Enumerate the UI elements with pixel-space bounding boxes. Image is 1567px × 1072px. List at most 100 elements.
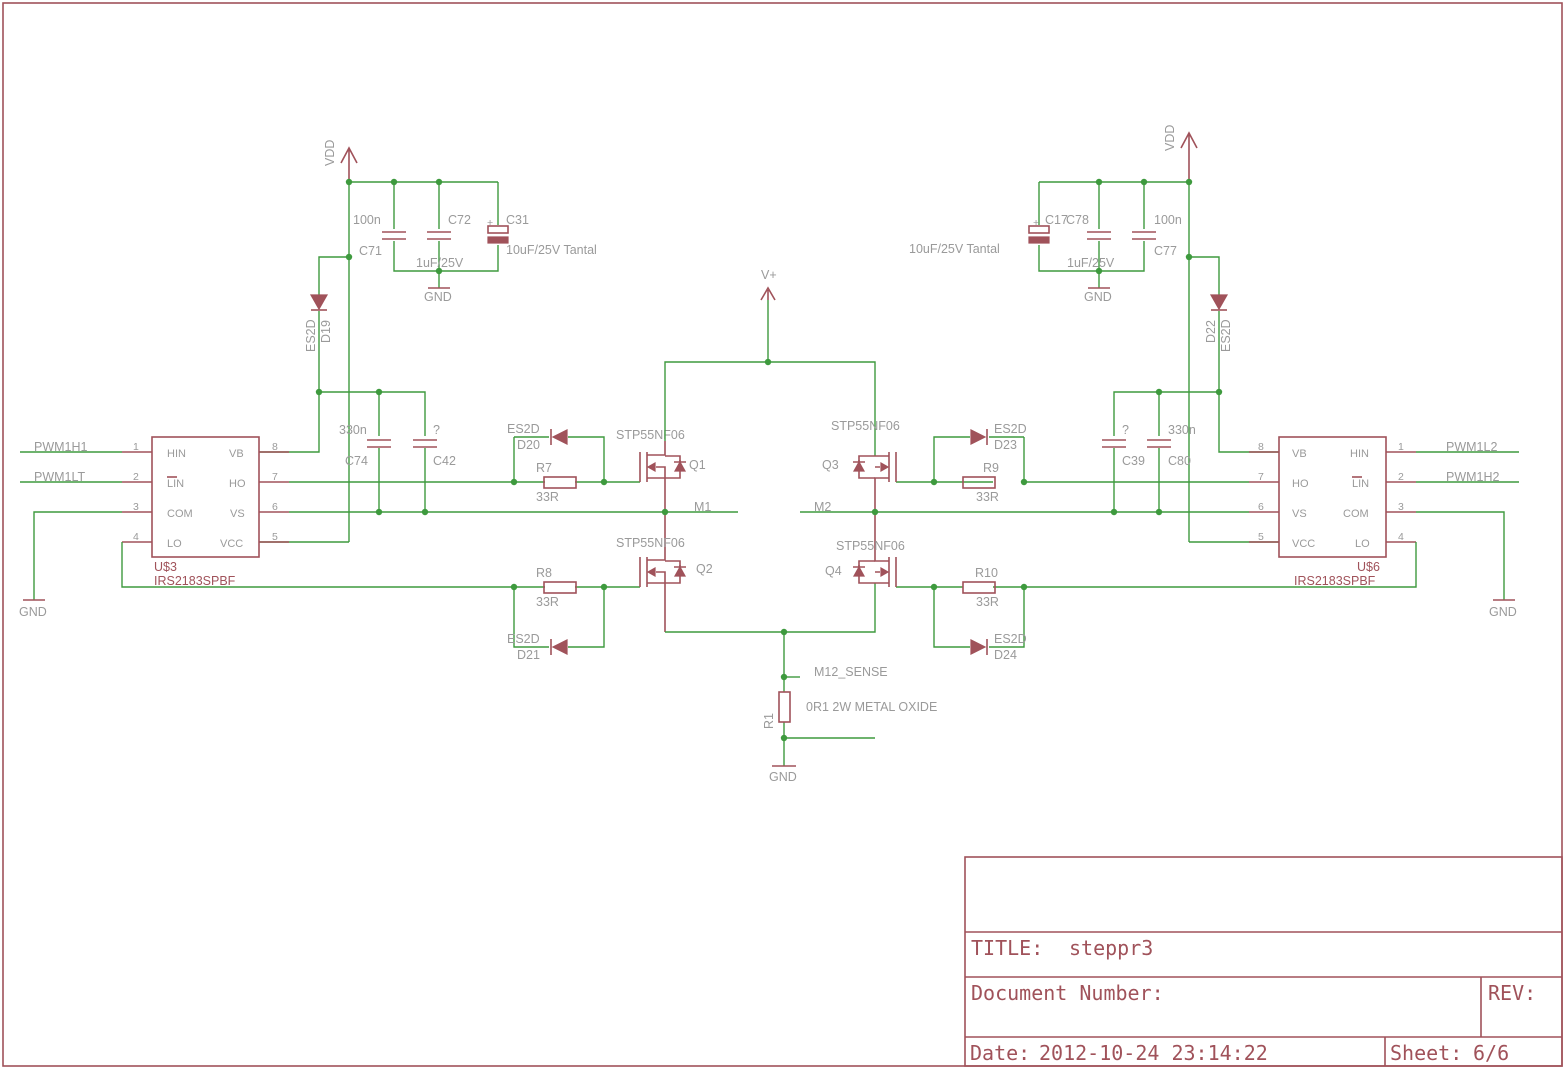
tantalum-c17: + — [1028, 217, 1050, 244]
schematic-label: D22 — [1204, 320, 1218, 343]
vdd-symbol-left: VDD — [323, 140, 358, 182]
tantalum-c31: + — [487, 217, 509, 244]
schematic-label: + — [487, 217, 493, 229]
schematic-label: IRS2183SPBF — [1294, 574, 1376, 588]
schematic-label: 10uF/25V Tantal — [506, 243, 597, 257]
schematic-label: STP55NF06 — [616, 536, 685, 550]
resistor-r9 — [962, 476, 996, 489]
schematic-label: 100n — [1154, 213, 1182, 227]
schematic-label: C72 — [448, 213, 471, 227]
ic-u3: HIN LIN COM LO VB HO VS VCC 1 2 3 4 8 7 … — [122, 436, 289, 588]
schematic-label: HIN — [167, 448, 186, 460]
schematic-label: VDD — [323, 140, 337, 166]
schematic-label: 4 — [1398, 531, 1404, 543]
gnd-symbol-caps-left: GND — [424, 287, 452, 304]
vdd-symbol-right: VDD — [1163, 125, 1198, 182]
schematic-label: ES2D — [507, 632, 540, 646]
schematic-label: HO — [1292, 478, 1309, 490]
schematic-label: 8 — [1258, 441, 1264, 453]
document-number-label: Document Number: — [971, 981, 1164, 1005]
diode-d22: D22 ES2D — [1204, 294, 1233, 352]
schematic-label: D21 — [517, 648, 540, 662]
schematic-label: HO — [229, 478, 246, 490]
schematic-label: GND — [19, 605, 47, 619]
schematic-label: VCC — [1292, 538, 1315, 550]
schematic-label: 33R — [536, 490, 559, 504]
schematic-label: R10 — [975, 566, 998, 580]
schematic-label: C71 — [359, 244, 382, 258]
schematic-label: ES2D — [994, 632, 1027, 646]
schematic-label: R9 — [983, 461, 999, 475]
schematic-label: LIN — [1352, 478, 1369, 490]
schematic-label: 5 — [1258, 531, 1264, 543]
title-value: steppr3 — [1069, 936, 1153, 960]
mosfet-q1 — [639, 441, 687, 512]
date-label: Date: — [970, 1041, 1030, 1065]
schematic-label: Q4 — [825, 564, 842, 578]
schematic-label: 33R — [536, 595, 559, 609]
schematic-label: 3 — [133, 501, 139, 513]
schematic-label: ES2D — [304, 319, 318, 352]
schematic-label: ? — [433, 423, 440, 437]
mosfet-q4 — [852, 512, 897, 587]
schematic-label: COM — [167, 508, 193, 520]
schematic-label: VS — [1292, 508, 1307, 520]
schematic-label: C17 — [1045, 213, 1068, 227]
schematic-label: 33R — [976, 595, 999, 609]
schematic-label: ? — [1122, 423, 1129, 437]
schematic-label: GND — [1084, 290, 1112, 304]
left-vdd-nets — [259, 181, 499, 543]
capacitor-c80 — [1147, 439, 1171, 448]
schematic-label: 2 — [1398, 471, 1404, 483]
schematic-label: GND — [769, 770, 797, 784]
schematic-label: 5 — [272, 531, 278, 543]
schematic-label: GND — [424, 290, 452, 304]
schematic-label: R7 — [536, 461, 552, 475]
schematic-label: D24 — [994, 648, 1017, 662]
schematic-label: R8 — [536, 566, 552, 580]
capacitor-c74 — [367, 439, 391, 448]
diode-d24 — [970, 639, 988, 655]
schematic-label: V+ — [761, 268, 777, 282]
schematic-label: M12_SENSE — [814, 665, 888, 679]
schematic-label: D19 — [319, 320, 333, 343]
schematic-label: COM — [1343, 508, 1369, 520]
schematic-label: STP55NF06 — [836, 539, 905, 553]
resistor-r7 — [543, 476, 577, 489]
schematic-label: C77 — [1154, 244, 1177, 258]
schematic-label: 330n — [1168, 423, 1196, 437]
left-signal-nets — [20, 436, 738, 648]
resistor-r10 — [962, 581, 996, 594]
rev-label: REV: — [1488, 981, 1536, 1005]
schematic-label: C80 — [1168, 454, 1191, 468]
schematic-label: 7 — [272, 471, 278, 483]
schematic-label: 0R1 2W METAL OXIDE — [806, 700, 937, 714]
schematic-label: VB — [229, 448, 244, 460]
gnd-symbol-caps-right: GND — [1084, 287, 1112, 304]
schematic-label: 4 — [133, 531, 139, 543]
schematic-label: U$3 — [154, 560, 177, 574]
capacitor-c78 — [1087, 231, 1111, 240]
schematic-label: + — [1033, 217, 1039, 229]
schematic-label: 6 — [272, 501, 278, 513]
title-block — [964, 856, 1563, 1067]
schematic-label: 10uF/25V Tantal — [909, 242, 1000, 256]
net-junctions — [315, 178, 1223, 742]
schematic-label: PWM1LT — [34, 470, 86, 484]
schematic-label: C78 — [1066, 213, 1089, 227]
schematic-label: LIN — [167, 478, 184, 490]
capacitor-c77 — [1132, 231, 1156, 240]
schematic-label: R1 — [762, 713, 776, 729]
schematic-label: 7 — [1258, 471, 1264, 483]
schematic-label: ES2D — [994, 422, 1027, 436]
schematic-label: VDD — [1163, 125, 1177, 151]
schematic-label: 330n — [339, 423, 367, 437]
schematic-label: 3 — [1398, 501, 1404, 513]
diode-d19: ES2D D19 — [304, 294, 333, 352]
ic-u6: VB HO VS VCC HIN LIN COM LO 8 7 6 5 1 2 … — [1249, 436, 1416, 588]
diode-d21 — [550, 639, 568, 655]
schematic-label: 1 — [133, 441, 139, 453]
mosfet-q3 — [852, 452, 897, 512]
